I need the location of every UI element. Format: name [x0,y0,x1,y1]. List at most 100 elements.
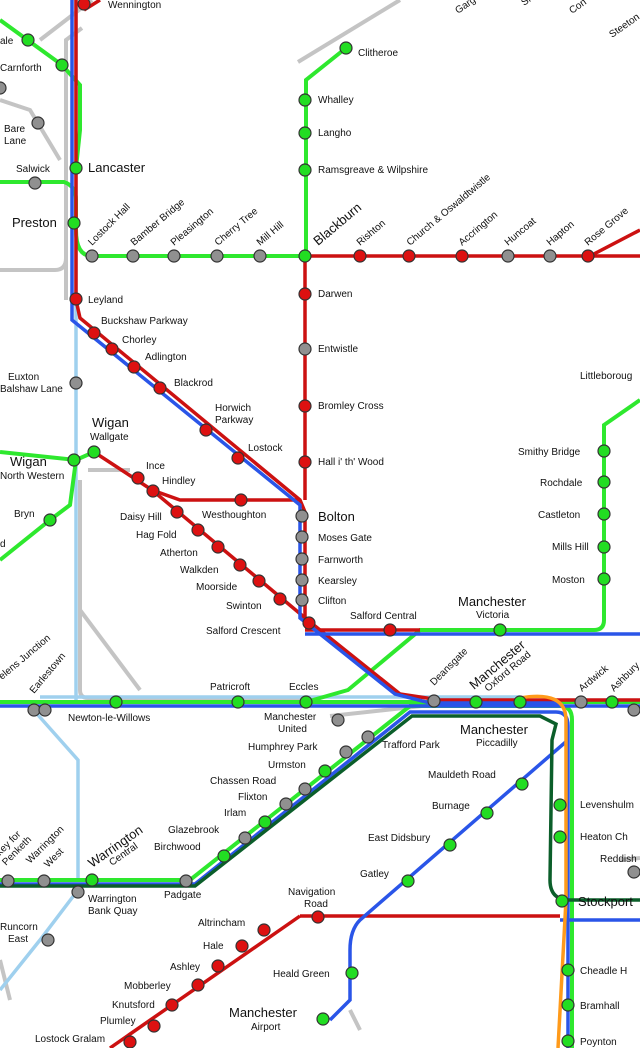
label-salford-central: Salford Central [350,611,417,622]
label-runcorn-east-2: East [8,934,28,945]
label-clifton: Clifton [318,596,346,607]
label-wigan-wallgate-2: Wallgate [90,432,129,443]
label-whalley: Whalley [318,95,354,106]
label-airport-2: Airport [251,1022,281,1033]
station-lostock-gralam [123,1035,137,1048]
label-bromley-cross: Bromley Cross [318,401,384,412]
station-patricroft [231,695,245,709]
label-wigan-wallgate-1: Wigan [92,415,129,430]
label-rose-grove: Rose Grove [583,205,631,248]
label-wigan-nw-2: North Western [0,471,64,482]
label-buckshaw: Buckshaw Parkway [101,316,188,327]
station-horwich [199,423,213,437]
station-whalley [298,93,312,107]
station-entwistle [298,342,312,356]
label-darwen: Darwen [318,289,352,300]
station-airport [316,1012,330,1026]
station-man-united [331,713,345,727]
label-atherton: Atherton [160,548,198,559]
station-rose-grove [581,249,595,263]
station-altrincham [257,923,271,937]
label-man-united-2: United [278,724,307,735]
label-langho: Langho [318,128,352,139]
station-wennington [77,0,91,11]
label-knutsford: Knutsford [112,1000,155,1011]
station-ramsgreave [298,163,312,177]
station-hall-i-th-wood [298,455,312,469]
label-birchwood: Birchwood [154,842,201,853]
station-bramhall [561,998,575,1012]
label-victoria-1: Manchester [458,594,527,609]
station-mills-hill [597,540,611,554]
label-bare-lane-2: Lane [4,136,27,147]
label-hall-i-th-wood: Hall i' th' Wood [318,457,384,468]
dark-green-line [0,714,640,902]
label-poynton: Poynton [580,1037,617,1048]
station-runcorn-east [41,933,55,947]
label-euxton-2: Balshaw Lane [0,384,63,395]
station-earlestown-b [38,703,52,717]
station-blackrod [153,381,167,395]
label-mill-hill: Mill Hill [255,220,286,249]
label-hag-fold: Hag Fold [136,530,177,541]
station-victoria [493,623,507,637]
label-carnforth: Carnforth [0,63,42,74]
label-gargrave: Garg [453,0,478,16]
station-reddish [627,865,640,879]
station-grey-top [0,81,7,95]
label-mobberley: Mobberley [124,981,171,992]
station-rishton [353,249,367,263]
label-huncoat: Huncoat [503,216,539,249]
station-clifton [295,593,309,607]
station-glazebrook [179,874,193,888]
station-penketh [1,874,15,888]
station-bare-lane [31,116,45,130]
station-mill-hill [253,249,267,263]
station-warrington-central [85,873,99,887]
label-deansgate: Deansgate [428,646,470,688]
station-humphrey-park [318,764,332,778]
label-kearsley: Kearsley [318,576,357,587]
label-piccadilly-1: Manchester [460,722,529,737]
label-piccadilly-2: Piccadilly [476,738,518,749]
station-hale [235,939,249,953]
station-church [402,249,416,263]
station-wigan-nw [67,453,81,467]
label-moston: Moston [552,575,585,586]
label-bramhall: Bramhall [580,1001,619,1012]
station-warrington-west [37,874,51,888]
label-westhoughton: Westhoughton [202,510,266,521]
label-accrington: Accrington [457,209,500,248]
label-church: Church & Oswaldtwistle [405,172,493,249]
label-leyland: Leyland [88,295,123,306]
label-navigation-road-2: Road [304,899,328,910]
station-smithy-bridge [597,444,611,458]
station-irlam [238,831,252,845]
label-salwick: Salwick [16,164,51,175]
station-newton [109,695,123,709]
station-leyland [69,292,83,306]
station-ince [131,471,145,485]
label-hindley: Hindley [162,476,195,487]
label-salford-crescent: Salford Crescent [206,626,281,637]
label-flixton: Flixton [238,792,267,803]
station-levenshulme [553,798,567,812]
station-bryn [43,513,57,527]
label-irlam: Irlam [224,808,246,819]
station-heald-green [345,966,359,980]
station-salford-crescent [302,616,316,630]
label-navigation-road-1: Navigation [288,887,335,898]
station-poynton [561,1034,575,1048]
station-moston [597,572,611,586]
label-skipton: Skip [519,0,542,8]
station-bromley-cross [298,399,312,413]
station-ashburys [627,703,640,717]
orange-line [519,694,568,1048]
label-newton: Newton-le-Willows [68,713,150,724]
label-daisy-hill: Daisy Hill [120,512,162,523]
station-hag-fold [191,523,205,537]
label-airport-1: Manchester [229,1005,298,1020]
station-ardwick-green [605,695,619,709]
station-east-didsbury [443,838,457,852]
